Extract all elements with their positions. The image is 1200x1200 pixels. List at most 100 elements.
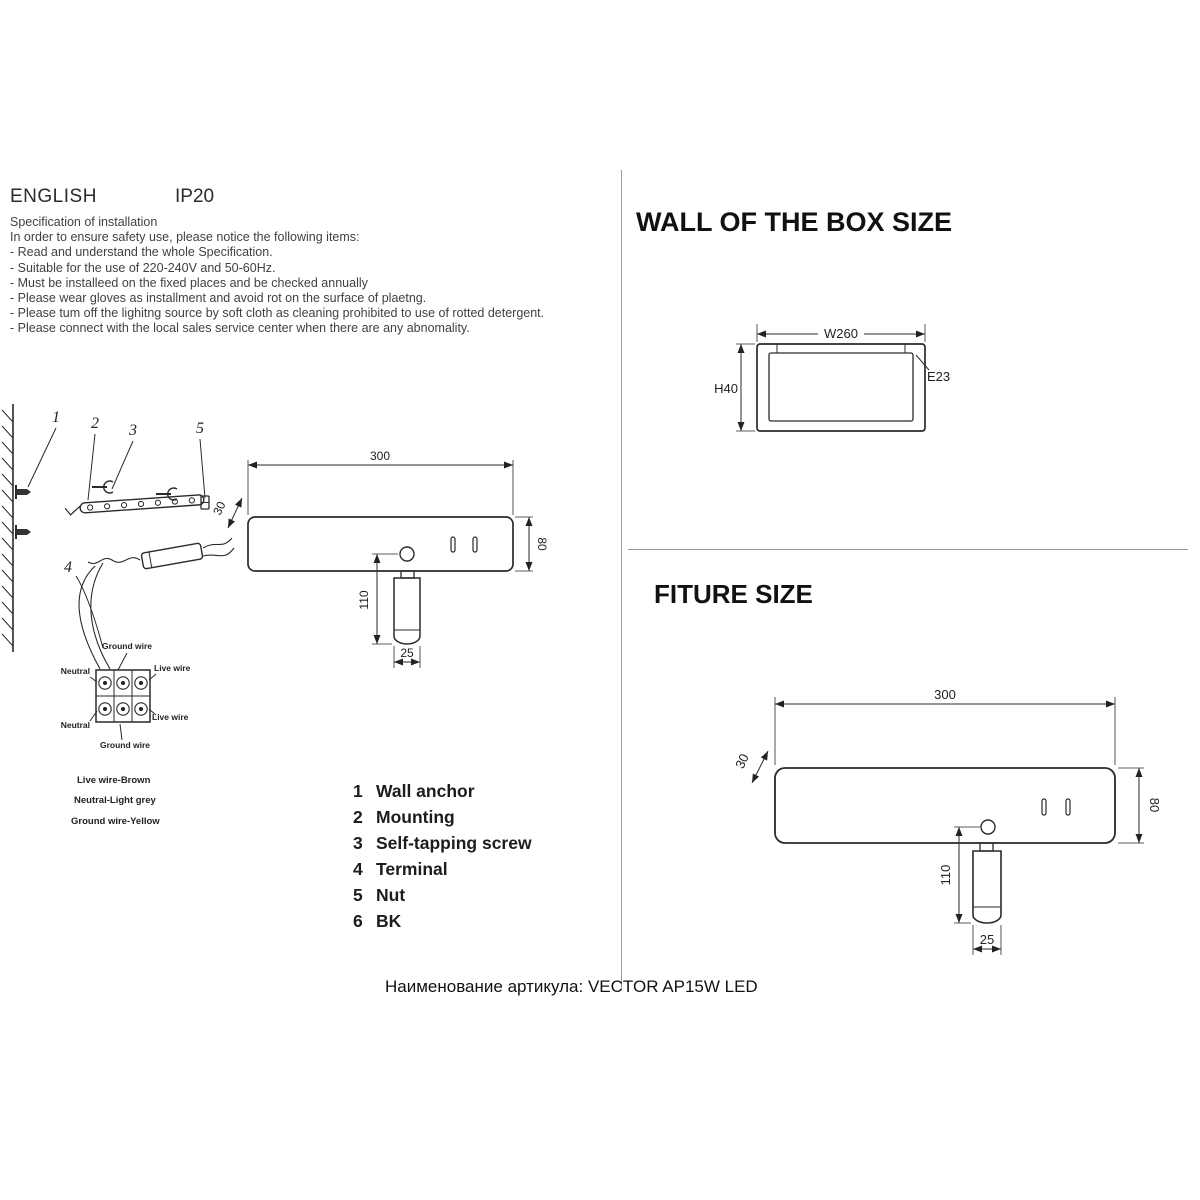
callout-4: 4 [64,559,72,576]
box-inner [768,352,914,422]
switch-slot [1065,798,1071,816]
lamp-tube [393,577,421,645]
dim-box-edge-label: E23 [927,369,950,384]
part-number: 3 [353,832,363,853]
wall-box-drawing: W260 H40 E23 [714,324,950,432]
fixture-size-drawing: 300 30 80 110 25 [732,687,1162,955]
wire-left-lower [89,710,98,722]
vertical-divider [621,170,622,988]
dim-depth-label: 30 [210,499,228,517]
part-label: Mounting [376,806,455,827]
installation-diagram: 1 2 3 5 [1,404,235,827]
terminal-block [95,669,151,723]
parts-row: 1 Wall anchor [353,778,532,804]
edge-leader-line [915,354,930,371]
part-number: 2 [353,806,363,827]
part-number: 1 [353,780,363,801]
self-tapping-screw-icon [92,480,178,501]
parts-row: 3 Self-tapping screw [353,830,532,856]
dim-depth-label: 30 [732,751,752,770]
fixture-front-view: 300 30 80 110 25 [210,449,549,668]
fixture-body [247,516,514,572]
switch-slot [1041,798,1047,816]
spec-item: - Suitable for the use of 220-240V and 5… [10,260,276,275]
box-outer [756,343,926,432]
dim-box-height-label: H40 [714,381,738,396]
swivel-knob [399,546,415,562]
parts-row: 4 Terminal [353,856,532,882]
dim-tube-length-label: 110 [938,865,953,886]
dim-width-label: 300 [370,449,390,463]
dim-width-label: 300 [934,687,956,702]
wire-legend-ground: Ground wire-Yellow [71,816,160,827]
mounting-bracket [64,494,205,516]
wire-right-lower [148,708,157,716]
lamp-tube [972,850,1002,924]
callout-5: 5 [196,420,204,437]
wire-label-neutral-upper: Neutral [61,666,90,676]
spec-item: - Please connect with the local sales se… [10,321,470,336]
wire-left-upper [89,676,98,683]
spec-intro: In order to ensure safety use, please no… [10,230,360,245]
spec-item: - Please tum off the lighitng source by … [10,306,545,321]
wire-top [117,652,128,671]
dim-tube-width-label: 25 [980,932,994,947]
dim-tube-length-label: 110 [357,590,371,609]
part-label: BK [376,910,402,931]
dim-box-width-label: W260 [824,326,858,341]
dim-tube-width-label: 25 [400,646,414,660]
parts-row: 2 Mounting [353,804,532,830]
language-label: ENGLISH [10,186,97,207]
wire-label-ground-bottom: Ground wire [100,740,150,750]
part-label: Wall anchor [376,780,475,801]
driver-box [140,542,204,570]
ip-rating-label: IP20 [175,186,215,207]
callout-3: 3 [128,422,137,439]
parts-list: 1 Wall anchor 2 Mounting 3 Self-tapping scr… [353,778,532,934]
spec-item: - Must be installeed on the fixed places… [10,275,368,290]
wire-right-upper [148,673,157,681]
horizontal-divider [628,549,1188,550]
parts-row: 5 Nut [353,882,532,908]
parts-row: 6 BK [353,908,532,934]
driver-wires-right [202,537,235,557]
dim-depth-line [227,497,243,529]
dim-height-label: 80 [1147,798,1162,812]
part-number: 5 [353,884,363,905]
feed-wires [78,562,111,670]
switch-slot [472,536,478,553]
callout-2: 2 [91,415,99,432]
article-name-label: Наименование артикула: VECTOR AP15W LED [385,977,758,996]
wire-label-neutral-lower: Neutral [61,720,90,730]
callout-1-leader [27,427,57,488]
part-label: Self-tapping screw [376,832,532,853]
spec-item: - Read and understand the whole Specific… [10,245,273,260]
callout-1: 1 [52,409,60,426]
wire-label-live-upper: Live wire [154,663,191,673]
callout-5-leader [199,438,206,499]
dim-depth-line [751,750,769,784]
wire-legend-neutral: Neutral-Light grey [74,795,157,806]
callout-2-leader [87,433,96,501]
nut-icon [200,495,210,510]
fixture-section-title: FITURE SIZE [654,579,813,609]
wire-label-live-lower: Live wire [152,712,189,722]
wire-label-ground-top: Ground wire [102,641,152,651]
part-number: 6 [353,910,363,931]
switch-slot [450,536,456,553]
spec-title: Specification of installation [10,215,158,229]
wall-drawing [1,404,14,652]
part-label: Nut [376,884,406,905]
tube-joint [400,570,415,579]
wire-bottom [119,723,123,741]
tube-joint [979,842,994,852]
callout-4-leader [75,575,104,649]
fixture-body [774,767,1116,844]
box-section-title: WALL OF THE BOX SIZE [636,207,953,237]
part-number: 4 [353,858,363,879]
part-label: Terminal [376,858,448,879]
spec-item: - Please wear gloves as installment and … [10,291,427,306]
wire-legend-live: Live wire-Brown [77,775,151,786]
specification-block: Specification of installation In order t… [10,215,544,337]
